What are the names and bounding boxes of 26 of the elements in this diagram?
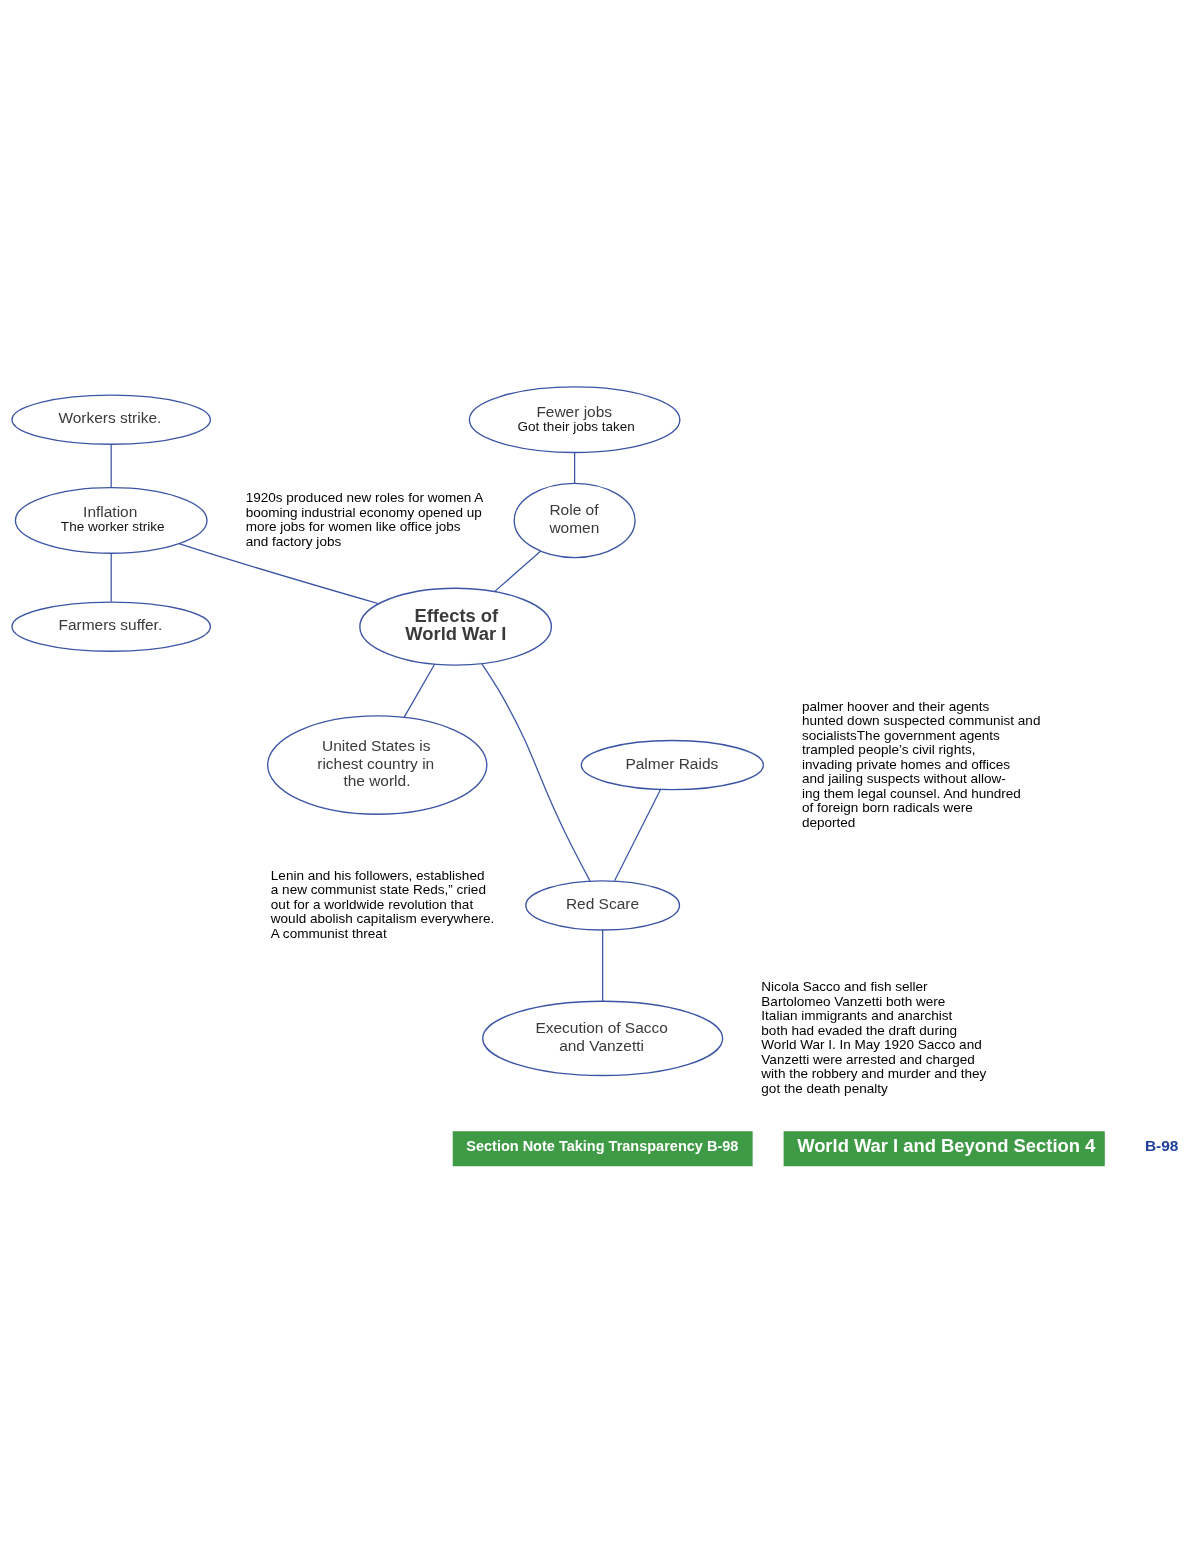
node-ellipse: Effects of World War I — [359, 587, 553, 666]
node-label: Nicola Sacco and fish seller Bartolomeo Vanzetti both were Italian immigrants and anarchist both had evaded the draft during World War I. In May 1920 Sacco and Vanzetti were arrested and charged with the robbery and murder and they got the death penalty — [761, 979, 987, 1096]
node-ellipse: Fewer jobs Got their jobs taken — [468, 386, 681, 454]
connector — [574, 452, 576, 485]
node-label: 1920s produced new roles for women A booming industrial economy opened up more jobs for women like office jobs and factory jobs — [245, 490, 484, 549]
connector — [494, 550, 542, 593]
node-ellipse: Inflation The worker strike — [14, 487, 208, 554]
node-ellipse: Farmers suffer. — [11, 601, 212, 652]
connector — [602, 929, 604, 1002]
label: World War I and Beyond Section 4 — [797, 1135, 1096, 1157]
node-label: Lenin and his followers, established a new communist state Reds,” cried out for a worldwide revolution that would abolish capitalism everywhere. A communist threat — [270, 867, 495, 941]
node-ellipse: Role of women — [513, 482, 636, 559]
connector — [110, 443, 112, 489]
node-ellipse: Palmer Raids — [580, 739, 765, 791]
node-ellipse: United States is richest country in the world. — [267, 715, 488, 815]
connector — [178, 543, 380, 605]
node-label: palmer hoover and their agents hunted down suspected communist and socialistsThe government agents trampled people’s civil rights, invading private homes and offices and jailing suspects without allow- ing them legal counsel. And hundred of foreign born radicals were deported — [801, 698, 1041, 830]
connector — [613, 788, 662, 882]
connector — [481, 663, 591, 882]
label: Section Note Taking Transparency B-98 — [466, 1138, 739, 1155]
connector — [110, 552, 112, 603]
label: B-98 — [1144, 1137, 1179, 1155]
node-ellipse: Workers strike. — [11, 394, 212, 445]
connector — [403, 663, 436, 718]
node-ellipse: Red Scare — [525, 880, 681, 931]
node-ellipse: Execution of Sacco and Vanzetti — [482, 1000, 724, 1077]
